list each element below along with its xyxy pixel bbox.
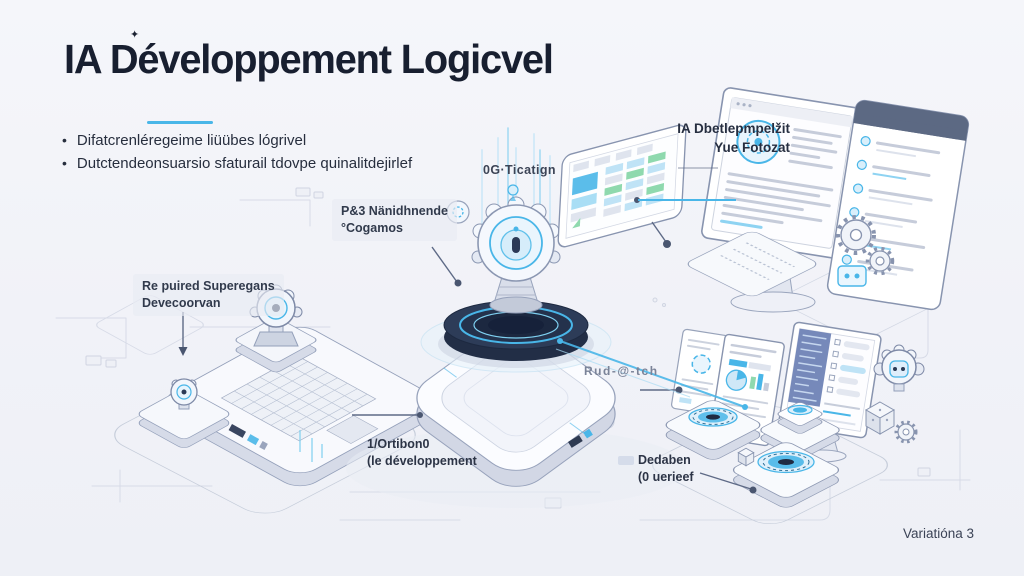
variation-label: Variatióna 3 bbox=[903, 526, 975, 541]
id-tag bbox=[837, 265, 867, 287]
ai-disc bbox=[438, 300, 594, 368]
callout-program-line2: °Cogamos bbox=[341, 221, 403, 235]
callout-screens-line1: IA Dbetlepmpelžit bbox=[677, 121, 790, 136]
disc-platform-b bbox=[760, 402, 840, 459]
callout-required-line2: Devecoorvan bbox=[142, 296, 221, 310]
central-platform bbox=[346, 127, 686, 508]
bullet-marker-icon: • bbox=[62, 155, 67, 171]
robot-head-small bbox=[873, 344, 925, 392]
keyboard-slab bbox=[687, 231, 817, 297]
callout-option-line2: (le développement bbox=[367, 454, 477, 468]
callout-program: P&3 Nänidhnende °Cogamos bbox=[332, 199, 457, 241]
callout-required-line1: Re puired Superegans bbox=[142, 279, 275, 293]
bullet-text: Dutctendeonsuarsio sfaturail tdovpe quin… bbox=[76, 155, 413, 172]
page-title: IA Développement Logicvel bbox=[64, 36, 554, 82]
gear-small bbox=[894, 420, 918, 444]
gear-badge bbox=[736, 119, 781, 164]
disc-platform-a bbox=[665, 400, 761, 460]
bullet-list: • Difatcrenléregeime liüübes lógrivel • … bbox=[62, 129, 412, 175]
callout-platform-top: 0G·Ticatign bbox=[483, 163, 556, 177]
cube bbox=[864, 401, 896, 435]
gears bbox=[836, 215, 895, 276]
bullet-item: • Dutctendeonsuarsio sfaturail tdovpe qu… bbox=[62, 152, 412, 175]
dashboard-tablet bbox=[557, 124, 687, 248]
bullet-item: • Difatcrenléregeime liüübes lógrivel bbox=[62, 129, 412, 152]
callout-screens-line2: Yue Fotozat bbox=[714, 140, 790, 155]
callout-option-line1: 1/Ortibon0 bbox=[367, 437, 430, 451]
keyboard bbox=[220, 355, 379, 444]
callout-data-line1: Dedaben bbox=[638, 453, 691, 467]
bullet-marker-icon: • bbox=[62, 132, 67, 148]
bullet-text: Difatcrenléregeime liüübes lógrivel bbox=[76, 132, 307, 149]
list-panel bbox=[826, 99, 970, 311]
code-monitor bbox=[778, 321, 882, 439]
cyan-drips bbox=[299, 430, 323, 462]
hologram-robot-head bbox=[471, 196, 561, 314]
connector-dots bbox=[417, 197, 757, 494]
laptop-ports bbox=[228, 424, 268, 450]
cyan-links bbox=[555, 199, 748, 410]
legend-swatch bbox=[618, 456, 634, 465]
callout-option: 1/Ortibon0 (le développement bbox=[367, 436, 477, 470]
mini-pedestal bbox=[138, 378, 230, 448]
title-underline bbox=[147, 121, 213, 124]
sparkle-icon: ✦ bbox=[130, 29, 140, 41]
callout-data-line2: (0 uerieef bbox=[638, 470, 694, 484]
cube-small bbox=[737, 447, 755, 467]
mini-robot-head bbox=[170, 378, 198, 410]
monitor-document bbox=[701, 87, 863, 259]
arrowhead bbox=[178, 347, 188, 356]
code-task-rows bbox=[826, 338, 870, 398]
callout-mid: Rud-@-tch bbox=[584, 364, 659, 378]
platform-ports bbox=[568, 428, 593, 448]
callout-screens: IA Dbetlepmpelžit Yue Fotozat bbox=[677, 119, 790, 157]
callout-program-line1: P&3 Nänidhnende bbox=[341, 204, 448, 218]
disc-platform-c bbox=[732, 442, 840, 508]
callout-data: Dedaben (0 uerieef bbox=[638, 452, 694, 486]
callout-required: Re puired Superegans Devecoorvan bbox=[133, 274, 284, 316]
